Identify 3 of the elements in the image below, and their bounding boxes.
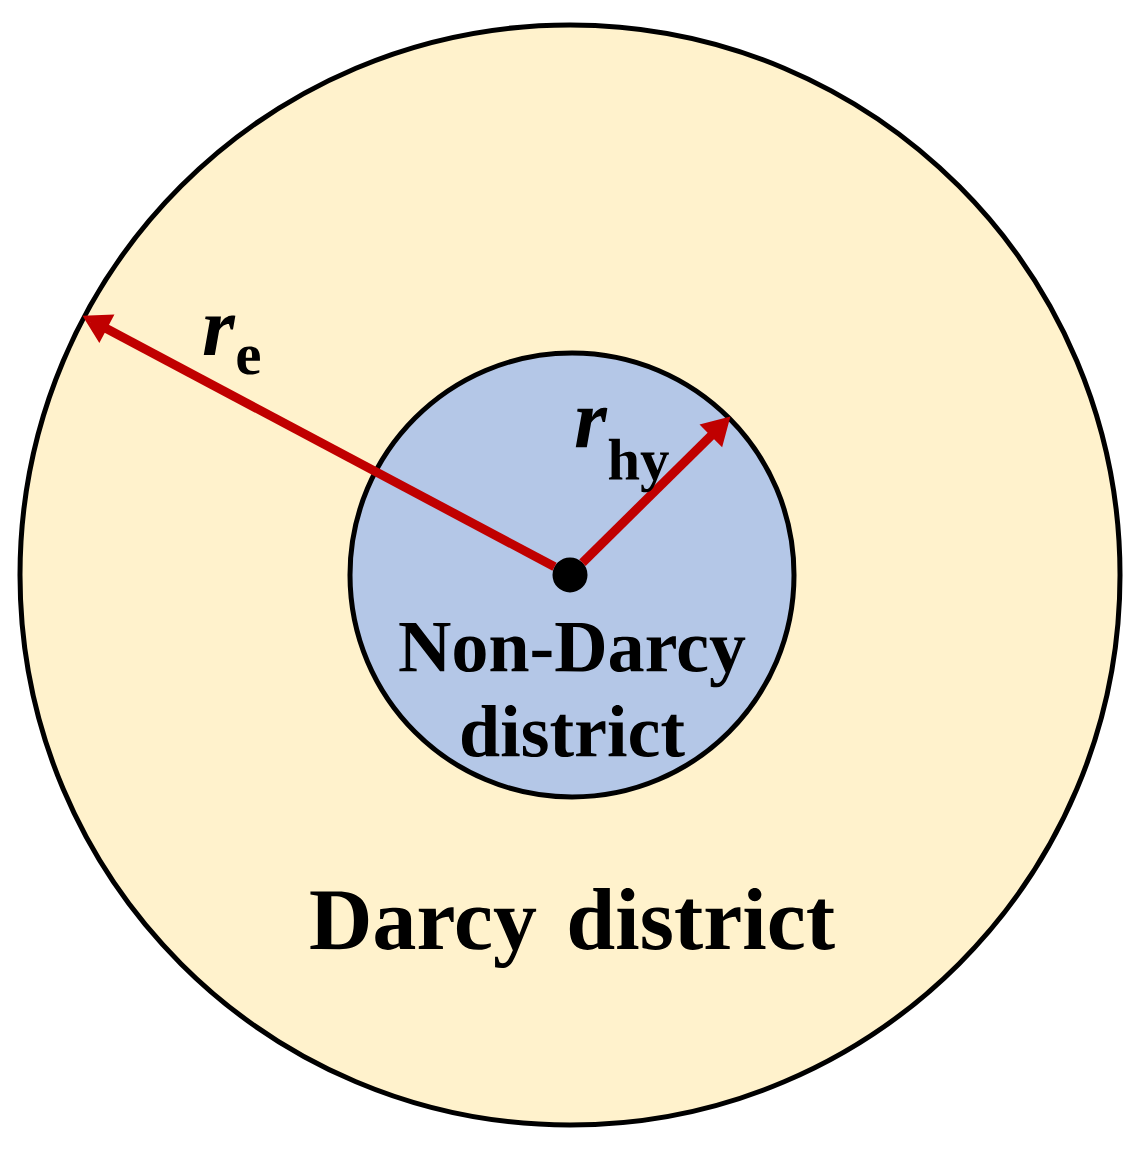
edge-label: r$_{hy}$ [575,407,669,493]
center-dot [552,557,588,593]
edge-label: r$_{e}$ [203,315,260,375]
